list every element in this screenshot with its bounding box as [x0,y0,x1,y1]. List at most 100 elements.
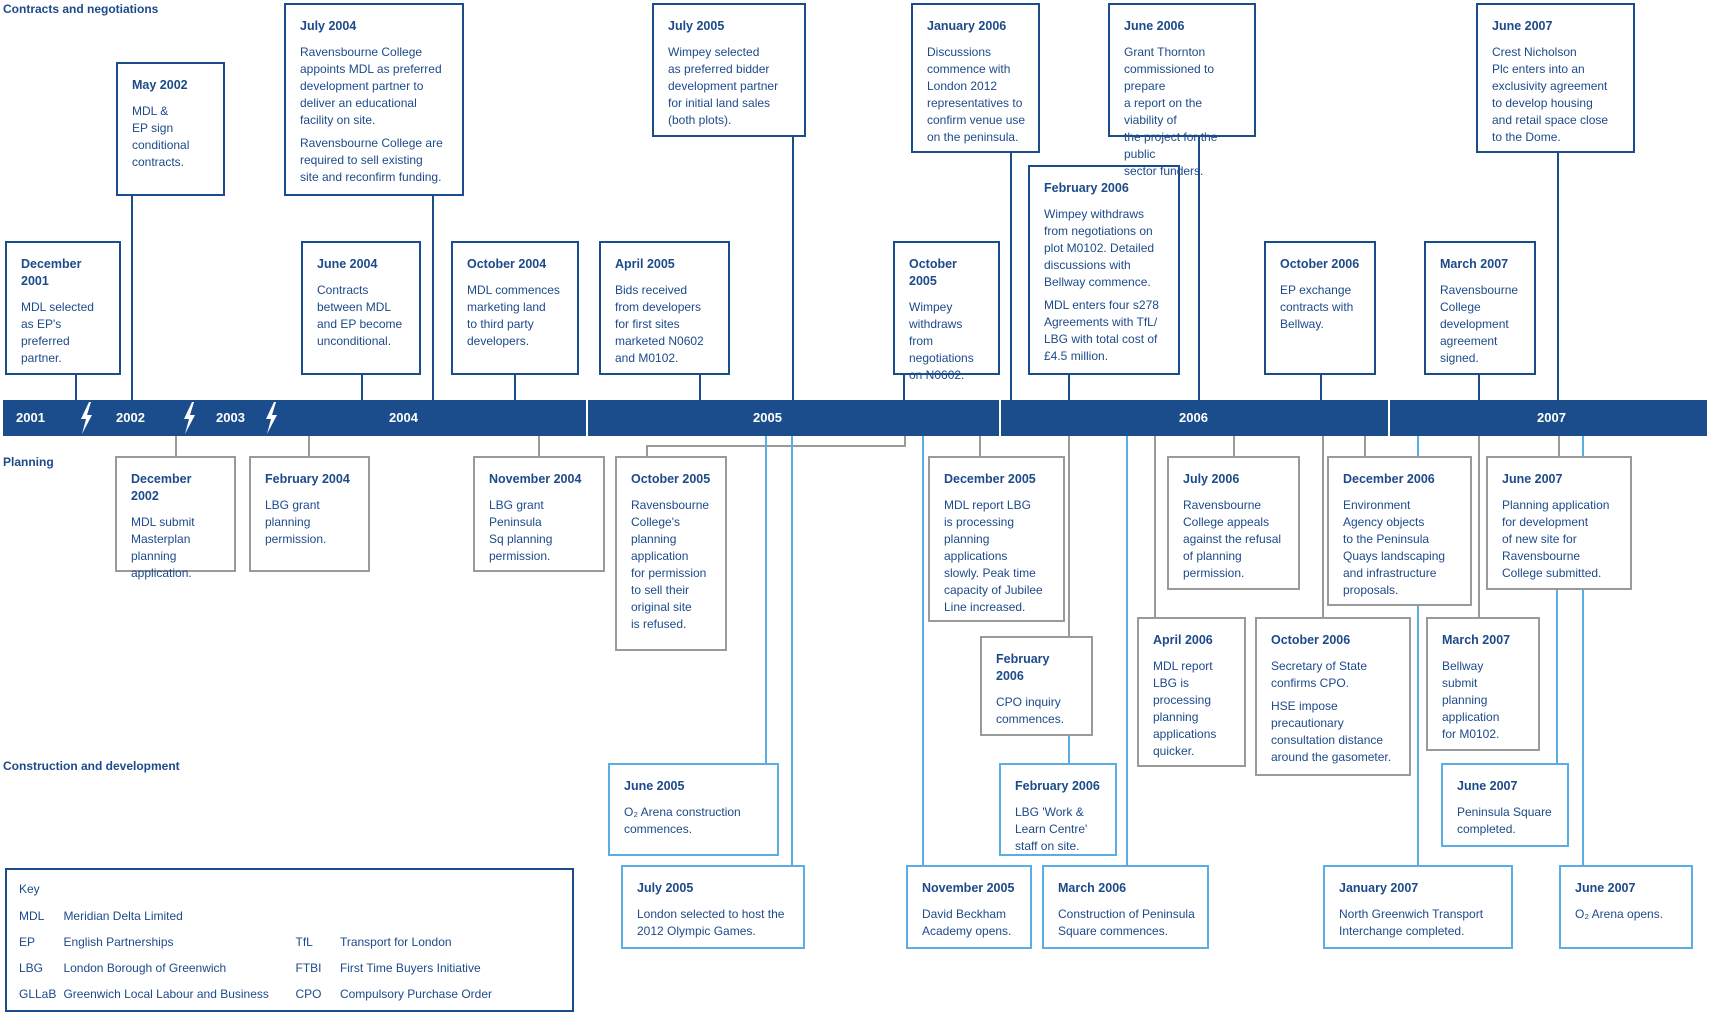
key-name: Transport for London [339,935,452,949]
event-date: December 2006 [1343,472,1435,486]
key-row: GLLaB Greenwich Local Labour and Busines… [19,981,572,1007]
event-text: LBG grant planning permission. [265,498,327,546]
event-date: March 2007 [1440,257,1509,271]
event-date: June 2006 [1124,19,1185,33]
event-text: Environment Agency objects to the Penins… [1343,498,1446,597]
key-row: EP English Partnerships TfL Transport fo… [19,929,572,955]
event-text: Ravensbourne College appeals against the… [1183,498,1282,580]
event-text: Grant Thornton commissioned to prepare a… [1124,45,1218,178]
contract-event: October 2006 EP exchange contracts with B… [1264,241,1376,375]
key-abbr: CPO [295,987,322,1001]
event-text: Crest Nicholson Plc enters into an exclu… [1492,45,1609,144]
event-text: Wimpey selected as preferred bidder deve… [668,45,779,127]
section-title-contracts: Contracts and negotiations [3,2,159,16]
event-text: Ravensbourne College appoints MDL as pre… [300,45,442,127]
event-text: LBG 'Work & Learn Centre' staff on site. [1015,805,1088,853]
construction-event: June 2007 O₂ Arena opens. [1559,865,1693,949]
event-date: March 2007 [1442,633,1511,647]
event-text: Construction of Peninsula Square commenc… [1058,907,1195,938]
event-text: Peninsula Square completed. [1457,805,1552,836]
year-label-2006: 2006 [1179,410,1208,425]
year-label-2004: 2004 [389,410,418,425]
timeline-break-icon [184,402,195,434]
event-date: June 2007 [1502,472,1563,486]
event-text: Planning application for development of … [1502,498,1610,580]
event-date: July 2006 [1183,472,1240,486]
event-text: HSE impose precautionary consultation di… [1271,699,1392,764]
event-text: North Greenwich Transport Interchange co… [1339,907,1484,938]
event-date: May 2002 [132,78,188,92]
key-abbr: FTBI [295,961,322,975]
timeline-bar-segment [3,400,586,436]
key-abbr: MDL [19,909,45,923]
key-name: Meridian Delta Limited [63,909,183,923]
event-date: October 2005 [909,257,957,288]
event-date: February 2004 [265,472,350,486]
event-date: October 2006 [1280,257,1360,271]
event-text: Discussions commence with London 2012 re… [927,45,1026,144]
event-date: April 2005 [615,257,675,271]
event-date: June 2004 [317,257,378,271]
key-name: First Time Buyers Initiative [339,961,481,975]
event-text: EP exchange contracts with Bellway. [1280,283,1354,331]
event-text: CPO inquiry commences. [996,695,1065,726]
event-date: June 2007 [1575,881,1636,895]
event-text: MDL enters four s278 Agreements with TfL… [1044,298,1159,363]
event-date: July 2004 [300,19,357,33]
key-name: London Borough of Greenwich [63,961,227,975]
event-date: June 2007 [1492,19,1553,33]
timeline-bar-segment [1001,400,1388,436]
event-text: MDL selected as EP's preferred partner. [21,300,94,365]
timeline-break-icon [266,402,277,434]
year-label-2002: 2002 [116,410,145,425]
event-date: June 2005 [624,779,685,793]
section-title-construction: Construction and development [3,759,180,773]
event-date: February 2006 [1015,779,1100,793]
timeline-break-icon [81,402,92,434]
event-date: October 2005 [631,472,711,486]
year-label-2007: 2007 [1537,410,1566,425]
event-date: March 2006 [1058,881,1127,895]
event-date: October 2004 [467,257,547,271]
key-title: Key [19,882,40,896]
event-date: November 2005 [922,881,1015,895]
event-text: O₂ Arena opens. [1575,907,1664,921]
event-date: December 2001 [21,257,82,288]
event-date: January 2006 [927,19,1007,33]
timeline-bar-segment [1390,400,1707,436]
key-abbr: EP [19,935,36,949]
event-date: January 2007 [1339,881,1419,895]
key-name: Greenwich Local Labour and Business [63,987,269,1001]
year-label-2005: 2005 [753,410,782,425]
event-text: Bids received from developers for first … [615,283,704,365]
event-date: November 2004 [489,472,582,486]
event-date: April 2006 [1153,633,1213,647]
event-text: London selected to host the 2012 Olympic… [637,907,785,938]
key-name: English Partnerships [63,935,174,949]
